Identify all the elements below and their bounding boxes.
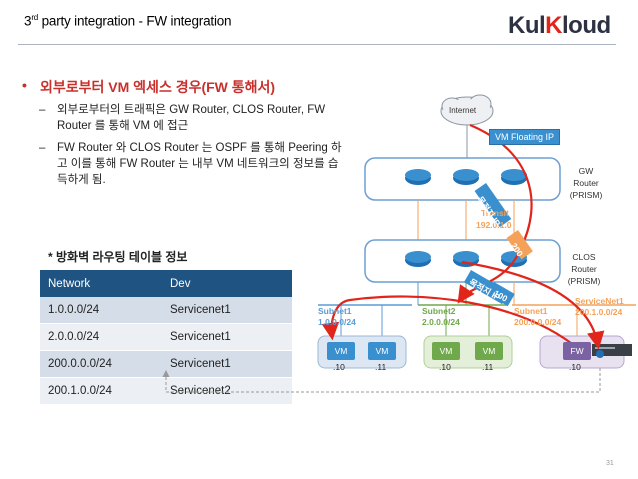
router-icon [405,169,431,185]
routing-table: Network Dev 1.0.0.0/24 Servicenet1 2.0.0… [40,270,292,405]
traffic-path-2 [461,260,605,350]
fw-ip: .10 [569,362,581,372]
dest-ip-value-bg [506,230,533,260]
subnet-label: Subnet2 2.0.0.0/24 [422,306,460,327]
transit-label: Transit [481,208,509,218]
vm-ip: .10 [439,362,451,372]
firewall-appliance-icon [592,344,632,358]
router-icon [453,169,479,185]
table-header-network: Network [40,270,162,297]
fw-node: FW [563,342,591,360]
internet-cloud-icon [440,94,494,126]
subnet-label: Subnet1 200.0.0.0/24 [514,306,562,327]
page-number: 31 [606,460,614,467]
bullet-marker: • [22,77,27,93]
subnet-label: Subnet1 1.0.0.0/24 [318,306,356,327]
traffic-path-3 [321,295,581,351]
main-bullet-text: 외부로부터 VM 엑세스 경우(FW 통해서) [40,79,276,95]
table-header-dev: Dev [162,270,292,297]
sub-bullet-1: – 외부로부터의 트래픽은 GW Router, CLOS Router, FW… [39,104,326,132]
sub-bullet-2: – FW Router 와 CLOS Router 는 OSPF 를 통해 Pe… [39,142,342,186]
clos-router-label: CLOS Router (PRISM) [567,252,601,286]
routing-table-title: * 방화벽 라우팅 테이블 정보 [48,250,188,264]
slide-title: 3rd party integration - FW integration [24,13,232,29]
vm-ip: .11 [482,362,494,372]
vm-node: VM [475,342,503,360]
subnet-label: ServiceNet1 200.1.0.0/24 [575,296,624,317]
floating-ip-badge: VM Floating IP [489,129,561,145]
vm-node: VM [368,342,396,360]
vm-ip: .10 [333,362,345,372]
vm-node: VM [327,342,355,360]
dest-ip-tag-bg [474,183,512,228]
table-row: 1.0.0.0/24 Servicenet1 [40,297,292,324]
table-row: 2.0.0.0/24 Servicenet1 [40,323,292,351]
company-logo: KulKloud [508,12,611,39]
internet-label: Internet [449,106,477,115]
transit-cidr: 192.0.1.0 [476,220,512,230]
return-path [162,368,601,393]
table-row: 200.1.0.0/24 Servicenet2 [40,377,292,405]
vm-node: VM [432,342,460,360]
table-row: 200.0.0.0/24 Servicenet1 [40,350,292,378]
gw-router-label: GW Router (PRISM) [569,166,603,200]
dest-ip-value-bg [487,282,515,307]
vm-ip: .11 [375,362,387,372]
router-icon [501,169,527,185]
title-divider [18,44,616,45]
router-icon [405,251,431,267]
